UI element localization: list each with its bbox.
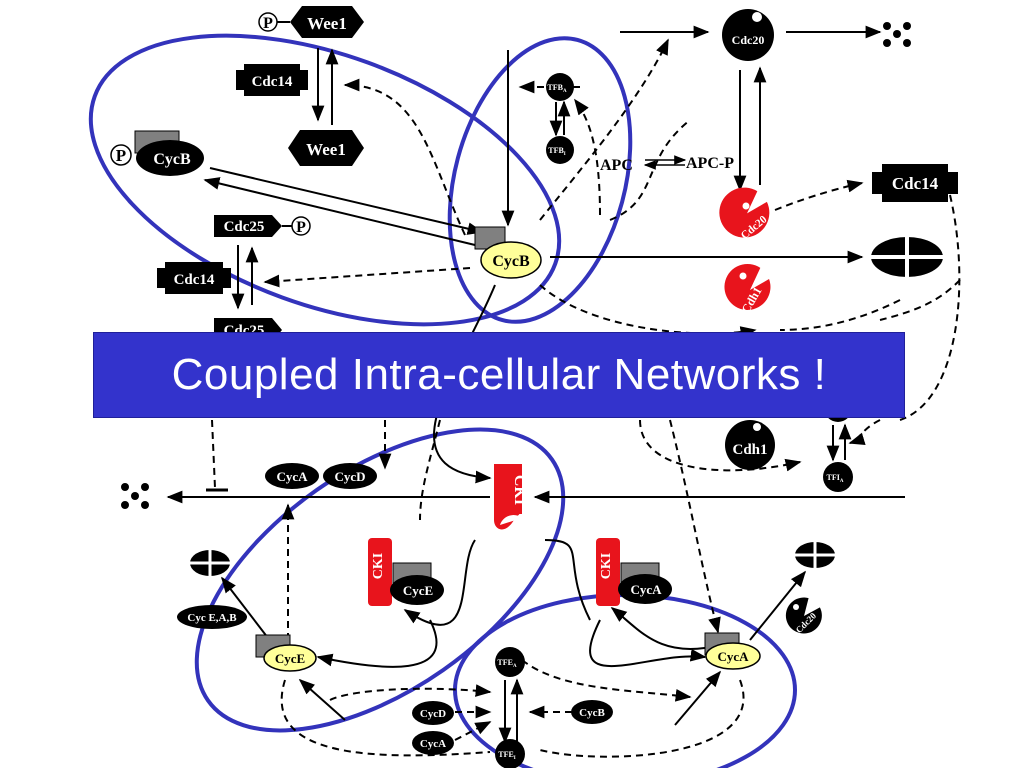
cdc14-label: Cdc14 bbox=[174, 272, 215, 288]
cki-cyca-complex-node: CKI CycA bbox=[596, 538, 672, 606]
tfe-a-node: TFEA bbox=[495, 647, 525, 677]
cdc20-small-node: Cdc20 bbox=[785, 597, 822, 635]
cycd-bottom-node: CycD bbox=[412, 701, 454, 725]
tfb-a-node: TFBA bbox=[546, 73, 574, 101]
tfe-a-label: TFE bbox=[497, 658, 513, 667]
cyca-pill-node: CycA bbox=[265, 463, 319, 489]
ellipse-tfb-module bbox=[447, 36, 633, 324]
degraded-cycb-icon bbox=[871, 237, 943, 277]
cycb-label: CycB bbox=[492, 253, 530, 270]
tfe-i-sub: I bbox=[514, 756, 516, 761]
wee1-node: Wee1 bbox=[288, 130, 364, 166]
cdc14-right-node: Cdc14 bbox=[872, 164, 958, 202]
tfb-i-node: TFBI bbox=[546, 136, 574, 164]
cdc14-left-top-node: Cdc14 bbox=[236, 64, 308, 96]
tfe-a-sub: A bbox=[513, 664, 517, 669]
cdc20-top-node: Cdc20 bbox=[722, 9, 774, 61]
cyce-node: CycE bbox=[255, 634, 317, 672]
phospho-wee1-node: P Wee1 bbox=[258, 6, 364, 38]
cyca-bottom-label: CycA bbox=[420, 738, 446, 750]
cdc14-right-label: Cdc14 bbox=[892, 174, 939, 193]
cyce-label: CycE bbox=[275, 651, 305, 666]
degradation-products-icon bbox=[883, 22, 911, 47]
tfb-i-label: TFB bbox=[548, 146, 564, 155]
cycb-p-label: CycB bbox=[153, 151, 191, 168]
cycd-pill-node: CycD bbox=[323, 463, 377, 489]
cki-cyca-label: CKI bbox=[599, 553, 614, 579]
tfb-a-label: TFB bbox=[547, 83, 563, 92]
tfb-a-sub: A bbox=[563, 89, 567, 94]
wee1-label: Wee1 bbox=[306, 140, 346, 159]
degradation-products-left-icon bbox=[121, 483, 149, 509]
svg-text:TFEA: TFEA bbox=[497, 658, 517, 669]
cyca-node: CycA bbox=[704, 632, 761, 670]
svg-text:TFBI: TFBI bbox=[548, 146, 566, 157]
cdh1-active-node: Cdh1 bbox=[724, 264, 771, 316]
phospho-cycb-node: CycB P bbox=[110, 130, 204, 176]
cki-top-node: CKI bbox=[494, 464, 528, 530]
cycd-pill-label: CycD bbox=[334, 469, 365, 484]
cdc25-p-node: Cdc25 P bbox=[214, 215, 311, 237]
tfi-a-sub: A bbox=[840, 479, 844, 484]
ellipse-cki-cyce-module bbox=[194, 427, 566, 733]
solid-arrows bbox=[166, 25, 905, 744]
cdc20-label: Cdc20 bbox=[732, 33, 765, 47]
cycb-center-node: CycB bbox=[474, 226, 542, 279]
cycb-bottom-label: CycB bbox=[579, 707, 605, 719]
cyc-eab-label: Cyc E,A,B bbox=[187, 612, 237, 624]
cycd-bottom-label: CycD bbox=[420, 708, 446, 720]
cdc25-p-label: Cdc25 bbox=[224, 219, 265, 235]
tfe-i-node: TFEI bbox=[495, 739, 525, 769]
apc-p-label: APC-P bbox=[686, 155, 734, 172]
cyca-label: CycA bbox=[717, 649, 749, 664]
cki-top-label: CKI bbox=[511, 475, 528, 505]
title-banner: Coupled Intra-cellular Networks ! bbox=[93, 332, 905, 418]
cdh1-label: Cdh1 bbox=[732, 442, 767, 458]
tfb-i-sub: I bbox=[564, 152, 566, 157]
cdc20-active-node: Cdc20 bbox=[719, 187, 770, 242]
phospho-label: P bbox=[296, 219, 306, 236]
cycb-bottom-node: CycB bbox=[571, 700, 613, 724]
cyc-eab-node: Cyc E,A,B bbox=[177, 605, 247, 629]
cyce-complex-label: CycE bbox=[403, 583, 433, 598]
phospho-label: P bbox=[116, 146, 126, 165]
cdc14-left-mid-node: Cdc14 bbox=[157, 262, 231, 294]
banner-title: Coupled Intra-cellular Networks ! bbox=[171, 350, 827, 399]
cyca-bottom-node: CycA bbox=[412, 731, 454, 755]
cdh1-node: Cdh1 bbox=[725, 420, 775, 470]
cki-cyce-label: CKI bbox=[371, 553, 386, 579]
tfi-a-label: TFI bbox=[827, 473, 840, 482]
svg-text:TFBA: TFBA bbox=[547, 83, 567, 94]
phospho-label: P bbox=[263, 15, 273, 32]
apc-label: APC bbox=[600, 157, 633, 174]
cdc14-label: Cdc14 bbox=[252, 74, 293, 90]
degraded-cyca-icon bbox=[795, 542, 835, 568]
svg-text:TFIA: TFIA bbox=[827, 473, 844, 484]
cyca-complex-label: CycA bbox=[630, 582, 662, 597]
cyca-pill-label: CycA bbox=[276, 469, 308, 484]
svg-text:TFEI: TFEI bbox=[498, 750, 516, 761]
cki-cyce-complex-node: CKI CycE bbox=[368, 538, 444, 606]
tfe-i-label: TFE bbox=[498, 750, 514, 759]
tfi-a-node: TFIA bbox=[823, 462, 853, 492]
degraded-cyce-icon bbox=[190, 550, 230, 576]
wee1-p-label: Wee1 bbox=[307, 14, 347, 33]
ellipse-wee1-cycb-module bbox=[88, 33, 562, 327]
